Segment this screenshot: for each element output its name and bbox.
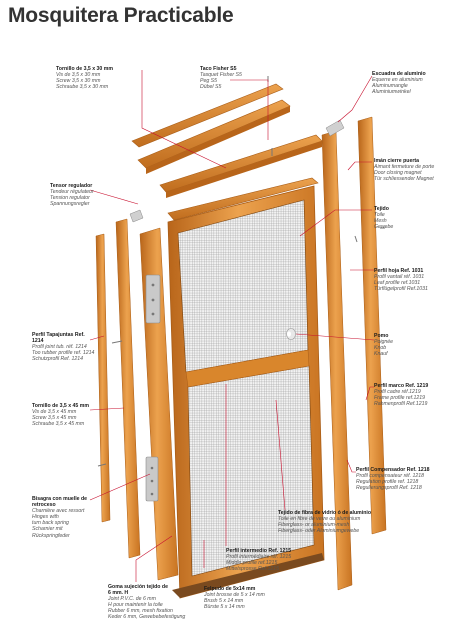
label-perfil-compensador: Perfil Compensador Ref. 1218 Profil comp… [356, 467, 430, 492]
label-perfil-intermedio: Perfil intermedio Ref. 1215 Profil inter… [226, 548, 292, 573]
knob [286, 328, 296, 340]
top-cover-rail [131, 83, 284, 148]
label-perfil-hoja: Perfil hoja Ref. 1031 Profil vantail réf… [374, 268, 428, 293]
leader-lines [89, 70, 375, 582]
top-frame-rail [137, 99, 291, 174]
hinge-bottom [145, 456, 159, 502]
label-pomo: Pomo Poignée Knob Knauf [374, 333, 394, 358]
label-bisagra: Bisagra con muelle de retroceso Charnièr… [32, 496, 88, 539]
label-tensor: Tensor regulador Tendeur régulateur Tens… [50, 183, 94, 208]
aluminium-corner-bracket [325, 119, 345, 137]
label-perfil-marco: Perfil marco Ref. 1219 Profil cadre réf.… [374, 383, 429, 408]
lower-mesh-panel [187, 365, 315, 577]
label-iman: Imán cierre puerta Aimant fermeture de p… [374, 158, 435, 183]
corner-bracket-left [129, 209, 144, 223]
middle-rail [185, 349, 310, 388]
top-inner-rail [167, 177, 319, 221]
bottom-brush [172, 553, 324, 598]
label-tejido: Tejido Toile Mesh Gewebe [374, 206, 394, 231]
label-taco-fisher: Taco Fisher S5 Tasquet Fisher S5 Peg S5 … [200, 66, 242, 91]
screen-leaf [167, 185, 325, 599]
label-tejido-fibra: Tejido de fibra de vidrio ó de aluminio … [278, 510, 371, 535]
label-escuadra: Escuadra de aluminio Equerre en aluminiu… [372, 71, 426, 96]
label-goma: Goma sujeción tejido de 6 mm. H Joint P.… [108, 584, 186, 621]
page-title: Mosquitera Practicable [8, 4, 234, 27]
label-perfil-tapajuntas: Perfil Tapajuntas Ref. 1214 Profil joint… [32, 332, 95, 363]
tapajuntas-profile [95, 233, 111, 523]
label-tornillo-45: Tornillo de 3,5 x 45 mm Vis de 3,5 x 45 … [32, 403, 89, 428]
label-tornillo-30: Tornillo de 3,5 x 30 mm Vis de 3,5 x 30 … [56, 66, 113, 91]
hinge-top [145, 274, 161, 324]
label-felpudo: Felpudo de 5x14 mm Joint brosse de 5 x 1… [204, 586, 265, 611]
left-frame-profile [115, 218, 141, 559]
